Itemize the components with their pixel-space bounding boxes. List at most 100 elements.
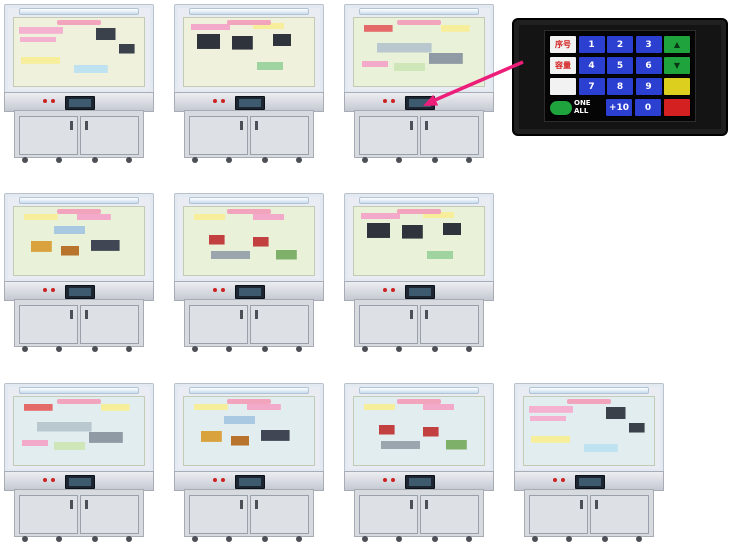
down-arrow-key[interactable]: ▼	[663, 56, 691, 75]
door-handle[interactable]	[255, 310, 258, 319]
display-board	[514, 383, 664, 473]
control-screen[interactable]	[235, 475, 265, 489]
door-handle[interactable]	[255, 500, 258, 509]
casters	[354, 535, 482, 543]
control-screen[interactable]	[65, 285, 95, 299]
casters	[184, 345, 312, 353]
up-arrow-key[interactable]: ▲	[663, 35, 691, 54]
fluorescent-lamp	[359, 8, 479, 15]
cabinet-door-left[interactable]	[189, 305, 248, 344]
key-7[interactable]: 7	[577, 77, 606, 96]
door-handle[interactable]	[70, 121, 73, 130]
cabinet-door-right[interactable]	[420, 495, 479, 534]
cabinet-door-left[interactable]	[19, 116, 78, 155]
component-panel	[183, 396, 315, 466]
casters	[14, 345, 142, 353]
display-board	[344, 193, 494, 283]
component-panel	[13, 206, 145, 276]
cabinet-door-left[interactable]	[19, 495, 78, 534]
cabinet-door-right[interactable]	[420, 116, 479, 155]
cabinet-door-right[interactable]	[250, 305, 309, 344]
cabinet-door-right[interactable]	[590, 495, 649, 534]
cabinet-door-right[interactable]	[80, 305, 139, 344]
training-station-6	[344, 193, 494, 353]
cabinet-door-right[interactable]	[80, 116, 139, 155]
fluorescent-lamp	[529, 387, 649, 394]
control-screen[interactable]	[405, 96, 435, 110]
cabinet-door-left[interactable]	[359, 116, 418, 155]
component-panel	[183, 17, 315, 87]
capacity-label: 容量	[549, 56, 577, 75]
display-board	[4, 4, 154, 94]
training-station-7	[4, 383, 154, 543]
door-handle[interactable]	[410, 310, 413, 319]
control-screen[interactable]	[405, 475, 435, 489]
key-3[interactable]: 3	[634, 35, 663, 54]
control-screen[interactable]	[65, 475, 95, 489]
door-handle[interactable]	[85, 121, 88, 130]
control-screen[interactable]	[575, 475, 605, 489]
key-9[interactable]: 9	[634, 77, 663, 96]
door-handle[interactable]	[410, 121, 413, 130]
fluorescent-lamp	[359, 387, 479, 394]
door-handle[interactable]	[595, 500, 598, 509]
door-handle[interactable]	[85, 310, 88, 319]
cabinet-door-left[interactable]	[359, 305, 418, 344]
reset-key[interactable]	[663, 98, 691, 117]
door-handle[interactable]	[85, 500, 88, 509]
cabinet-door-right[interactable]	[80, 495, 139, 534]
key-4[interactable]: 4	[577, 56, 606, 75]
bench-top	[174, 92, 324, 112]
value-display	[549, 77, 577, 96]
door-handle[interactable]	[425, 500, 428, 509]
display-board	[344, 4, 494, 94]
control-screen[interactable]	[235, 285, 265, 299]
cabinet-body	[354, 489, 484, 537]
cabinet-door-right[interactable]	[420, 305, 479, 344]
control-screen[interactable]	[235, 96, 265, 110]
fluorescent-lamp	[189, 387, 309, 394]
key-6[interactable]: 6	[634, 56, 663, 75]
control-screen[interactable]	[65, 96, 95, 110]
bench-top	[4, 281, 154, 301]
door-handle[interactable]	[580, 500, 583, 509]
cabinet-door-left[interactable]	[529, 495, 588, 534]
key-8[interactable]: 8	[606, 77, 634, 96]
training-station-8	[174, 383, 324, 543]
cabinet-body	[524, 489, 654, 537]
door-handle[interactable]	[240, 500, 243, 509]
door-handle[interactable]	[255, 121, 258, 130]
door-handle[interactable]	[425, 121, 428, 130]
key-1[interactable]: 1	[577, 35, 606, 54]
key-0[interactable]: 0	[634, 98, 662, 117]
door-handle[interactable]	[425, 310, 428, 319]
component-panel	[353, 206, 485, 276]
cabinet-door-left[interactable]	[359, 495, 418, 534]
door-handle[interactable]	[70, 310, 73, 319]
cabinet-door-left[interactable]	[19, 305, 78, 344]
cabinet-body	[184, 489, 314, 537]
fluorescent-lamp	[19, 387, 139, 394]
display-board	[174, 4, 324, 94]
fluorescent-lamp	[19, 8, 139, 15]
one-all-label: ONE ALL	[574, 98, 591, 115]
bench-top	[4, 471, 154, 491]
door-handle[interactable]	[70, 500, 73, 509]
function-key[interactable]	[663, 77, 691, 96]
key-2[interactable]: 2	[606, 35, 634, 54]
plus-ten-key[interactable]: +10	[605, 98, 633, 117]
cabinet-door-left[interactable]	[189, 116, 248, 155]
casters	[354, 156, 482, 164]
key-5[interactable]: 5	[606, 56, 634, 75]
door-handle[interactable]	[410, 500, 413, 509]
door-handle[interactable]	[240, 310, 243, 319]
training-station-1	[4, 4, 154, 164]
training-station-2	[174, 4, 324, 164]
cabinet-door-right[interactable]	[250, 116, 309, 155]
cabinet-body	[14, 299, 144, 347]
cabinet-door-left[interactable]	[189, 495, 248, 534]
cabinet-door-right[interactable]	[250, 495, 309, 534]
door-handle[interactable]	[240, 121, 243, 130]
control-screen[interactable]	[405, 285, 435, 299]
